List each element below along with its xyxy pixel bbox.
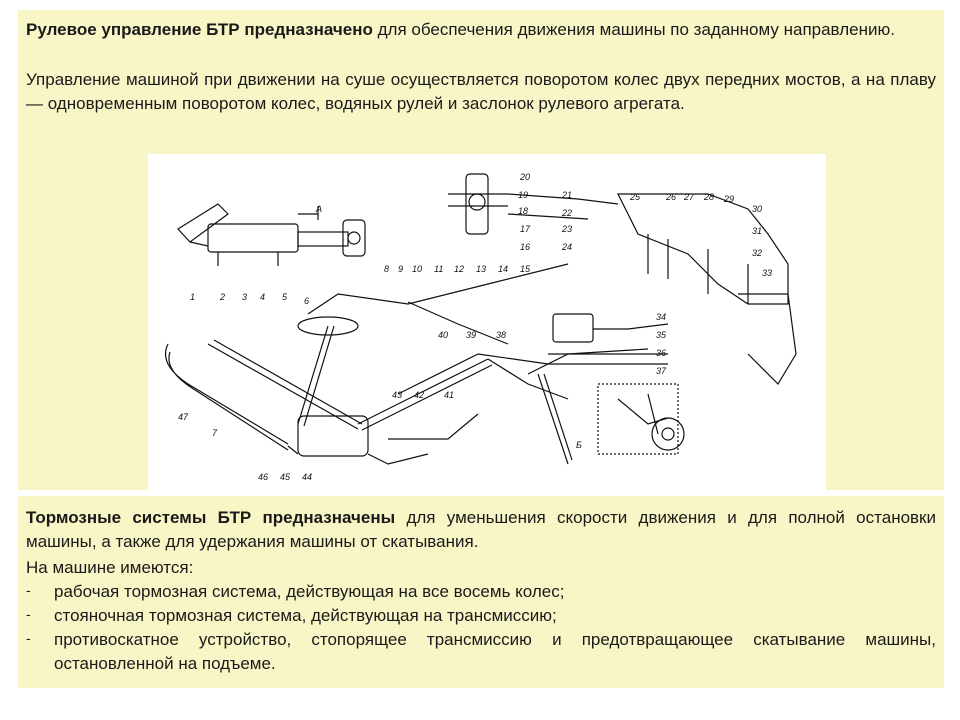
label-19: 19 [518, 190, 528, 200]
list-dash: - [26, 630, 31, 646]
list-item-text: стояночная тормозная система, действующа… [54, 606, 557, 625]
list-dash: - [26, 606, 31, 622]
label-2: 2 [219, 292, 225, 302]
list-item-text: противоскатное устройство, стопорящее тр… [54, 630, 936, 673]
label-26: 26 [665, 192, 676, 202]
label-35: 35 [656, 330, 667, 340]
label-29: 29 [723, 194, 734, 204]
label-37: 37 [656, 366, 667, 376]
label-34: 34 [656, 312, 666, 322]
list-item: - противоскатное устройство, стопорящее … [26, 628, 936, 676]
label-8: 8 [384, 264, 389, 274]
label-9: 9 [398, 264, 403, 274]
label-6: 6 [304, 296, 309, 306]
label-33: 33 [762, 268, 772, 278]
label-31: 31 [752, 226, 762, 236]
label-28: 28 [703, 192, 714, 202]
label-40: 40 [438, 330, 448, 340]
steering-text-1: для обеспечения движения машины по задан… [372, 20, 895, 39]
label-27: 27 [683, 192, 695, 202]
steering-paragraph-2: Управление машиной при движении на суше … [26, 70, 936, 113]
label-17: 17 [520, 224, 531, 234]
steering-paragraph-1: Рулевое управление БТР предназначено для… [26, 18, 936, 42]
list-item-text: рабочая тормозная система, действующая н… [54, 582, 565, 601]
list-dash: - [26, 582, 31, 598]
label-16: 16 [520, 242, 530, 252]
label-7: 7 [212, 428, 218, 438]
label-B: Б [576, 440, 582, 450]
label-22: 22 [561, 208, 572, 218]
label-15: 15 [520, 264, 531, 274]
label-5: 5 [282, 292, 288, 302]
label-1: 1 [190, 292, 195, 302]
label-25: 25 [629, 192, 641, 202]
label-46: 46 [258, 472, 268, 482]
label-36: 36 [656, 348, 666, 358]
label-14: 14 [498, 264, 508, 274]
steering-lead: Рулевое управление БТР предназначено [26, 20, 373, 39]
brakes-paragraph-1: Тормозные системы БТР предназначены для … [26, 506, 936, 554]
brakes-lead: Тормозные системы БТР предназначены [26, 508, 396, 527]
label-45: 45 [280, 472, 291, 482]
brakes-panel: Тормозные системы БТР предназначены для … [18, 496, 944, 688]
brakes-text-1: для уменьшения скорости движения и для п… [26, 508, 936, 551]
label-18: 18 [518, 206, 528, 216]
brakes-intro: На машине имеются: [26, 558, 194, 577]
label-38: 38 [496, 330, 506, 340]
label-24: 24 [561, 242, 572, 252]
list-item: - стояночная тормозная система, действую… [26, 604, 936, 628]
label-30: 30 [752, 204, 762, 214]
label-12: 12 [454, 264, 464, 274]
label-13: 13 [476, 264, 486, 274]
list-item: - рабочая тормозная система, действующая… [26, 580, 936, 604]
label-43: 43 [392, 390, 402, 400]
label-42: 42 [414, 390, 424, 400]
label-32: 32 [752, 248, 762, 258]
label-47: 47 [178, 412, 189, 422]
label-41: 41 [444, 390, 454, 400]
label-3: 3 [242, 292, 247, 302]
steering-panel: Рулевое управление БТР предназначено для… [18, 10, 944, 500]
label-21: 21 [561, 190, 572, 200]
label-44: 44 [302, 472, 312, 482]
steering-diagram: А Б 1 2 3 4 5 6 7 8 9 10 11 12 13 14 15 … [148, 154, 826, 500]
label-10: 10 [412, 264, 422, 274]
label-A: А [315, 204, 322, 214]
steering-schematic: А Б 1 2 3 4 5 6 7 8 9 10 11 12 13 14 15 … [164, 172, 797, 482]
label-20: 20 [519, 172, 530, 182]
label-39: 39 [466, 330, 476, 340]
label-23: 23 [561, 224, 572, 234]
label-11: 11 [434, 264, 443, 274]
label-4: 4 [260, 292, 265, 302]
